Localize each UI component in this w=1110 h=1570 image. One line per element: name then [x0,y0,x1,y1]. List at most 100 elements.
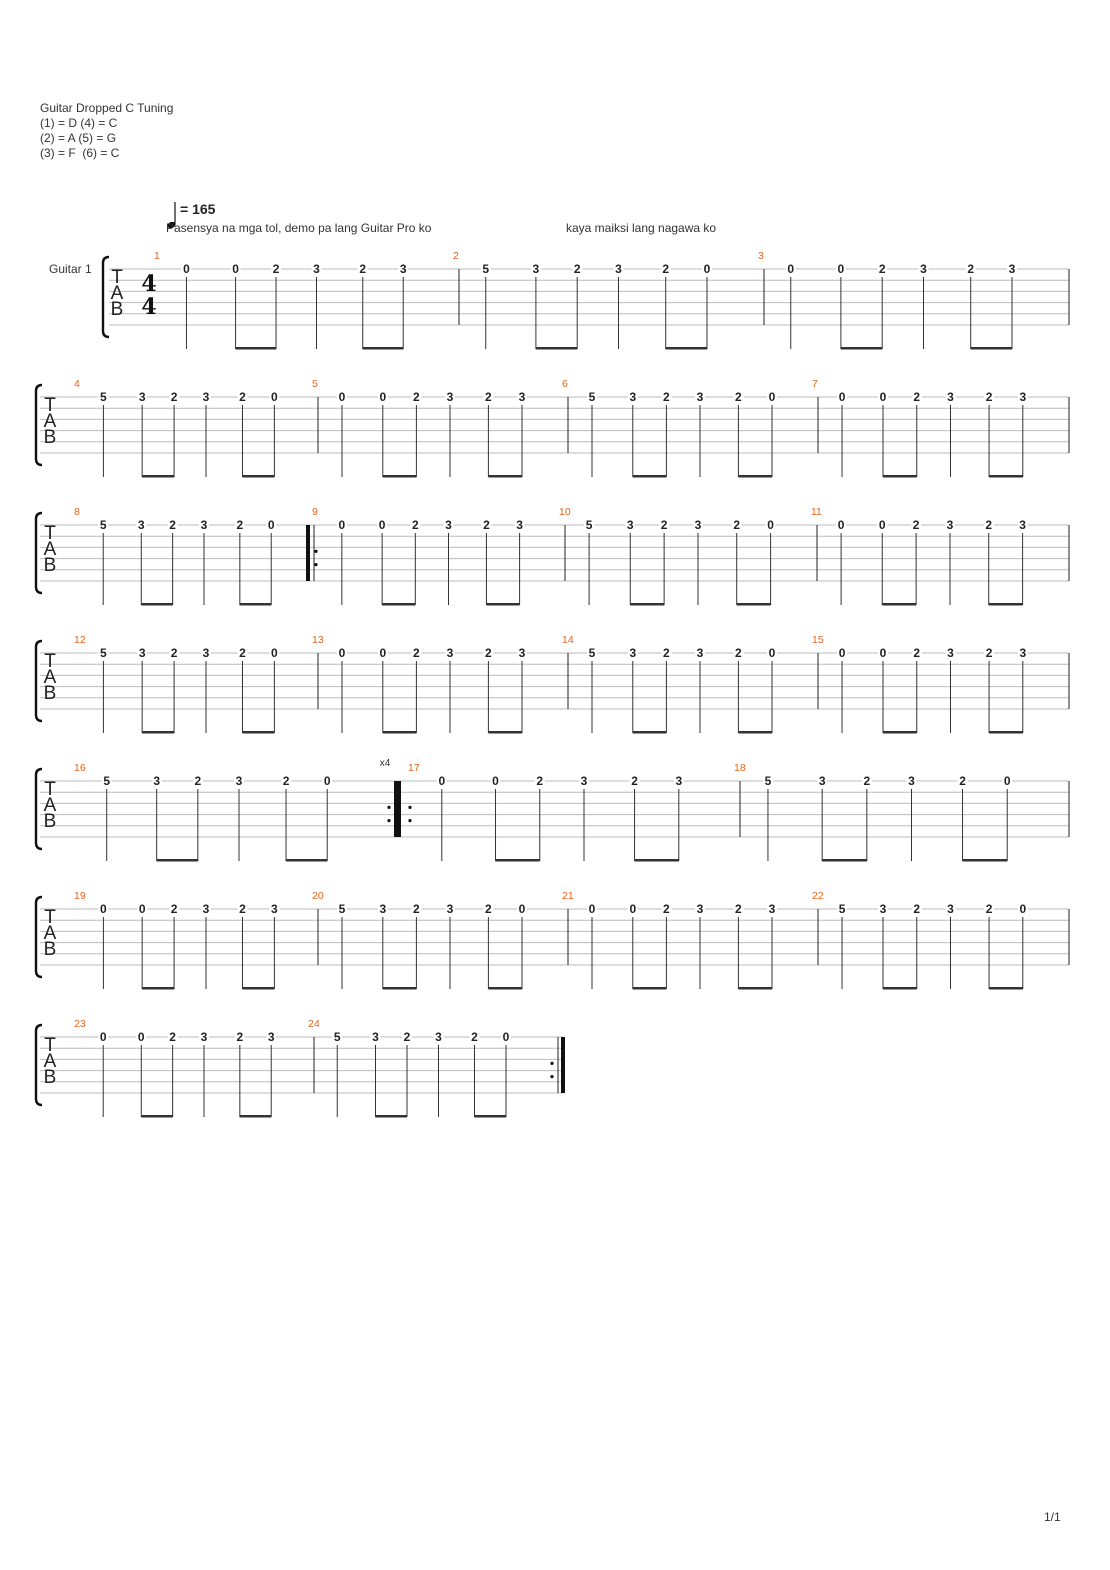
fret-bg [765,519,776,531]
fret-number: 3 [581,774,588,788]
fret-number: 0 [838,518,845,532]
fret-bg [411,391,422,403]
repeat-dot [408,805,412,810]
fret-bg [762,775,773,787]
fret-number: 3 [697,902,704,916]
fret-number: 3 [627,518,634,532]
fret-number: 2 [986,646,993,660]
fret-number: 3 [313,262,320,276]
measure-number: 24 [308,1018,320,1030]
fret-bg [918,263,929,275]
fret-bg [1002,775,1013,787]
fret-number: 5 [103,774,110,788]
fret-bg [911,903,922,915]
fret-number: 3 [769,902,776,916]
fret-bg [785,263,796,275]
fret-number: 2 [863,774,870,788]
note-beam [634,859,679,862]
note-beam [375,1115,407,1118]
tab-letter: B [44,683,57,704]
fret-number: 2 [359,262,366,276]
fret-bg [230,263,241,275]
fret-number: 3 [947,518,954,532]
fret-number: 0 [787,262,794,276]
fret-bg [269,391,280,403]
fret-bg [445,903,455,915]
fret-bg [837,391,848,403]
fret-bg [98,391,109,403]
fret-bg [167,519,178,531]
fret-bg [733,647,744,659]
fret-number: 2 [663,646,670,660]
tuning-line: (1) = D (4) = C [40,116,118,130]
fret-bg [402,1031,412,1043]
note-beam [362,347,404,350]
fret-number: 5 [482,262,489,276]
fret-number: 2 [735,390,742,404]
repeat-dot [314,549,318,554]
fret-bg [337,647,347,659]
measure-number: 19 [74,890,86,902]
fret-bg [837,903,848,915]
fret-number: 3 [203,390,210,404]
fret-number: 0 [379,646,386,660]
note-beam [665,347,707,350]
fret-number: 3 [697,646,704,660]
fret-number: 5 [100,646,107,660]
note-beam [632,987,667,990]
fret-bg [357,263,368,275]
fret-number: 2 [483,518,490,532]
fret-number: 3 [615,262,622,276]
repeat-count: x4 [380,758,391,769]
fret-number: 3 [139,646,146,660]
fret-bg [377,903,388,915]
fret-number: 0 [880,390,887,404]
fret-bg [269,647,280,659]
fret-bg [337,903,347,915]
fret-number: 2 [986,902,993,916]
fret-bg [984,391,995,403]
fret-number: 2 [413,646,420,660]
fret-number: 0 [838,262,845,276]
fret-bg [625,519,636,531]
fret-number: 2 [913,646,920,660]
repeat-dot [387,819,391,823]
measure-number: 11 [811,506,822,518]
fret-number: 2 [485,902,492,916]
fret-number: 2 [283,774,290,788]
fret-number: 0 [839,390,846,404]
fret-bg [661,903,672,915]
fret-number: 2 [413,390,420,404]
tab-letter: A [44,411,57,432]
fret-bg [733,903,744,915]
fret-bg [837,647,848,659]
fret-number: 2 [733,518,740,532]
fret-bg [945,391,956,403]
fret-bg [201,391,211,403]
fret-number: 3 [203,902,210,916]
fret-bg [266,519,277,531]
fret-bg [199,1031,209,1043]
fret-bg [861,775,872,787]
fret-bg [587,391,597,403]
fret-number: 3 [947,390,954,404]
fret-number: 3 [400,262,407,276]
tab-letter: B [44,1067,57,1088]
note-beam [142,987,175,990]
fret-number: 0 [1004,774,1011,788]
measure-number: 9 [312,506,318,518]
fret-number: 3 [519,646,526,660]
fret-bg [410,519,421,531]
measure-number: 8 [74,506,80,518]
fret-number: 0 [839,646,846,660]
fret-number: 2 [171,390,178,404]
fret-bg [483,391,494,403]
fret-bg [629,775,640,787]
fret-number: 3 [516,518,523,532]
fret-number: 5 [589,390,596,404]
fret-bg [517,391,527,403]
fret-number: 2 [485,646,492,660]
fret-bg [878,391,889,403]
tab-letter: A [44,923,57,944]
note-beam [239,1115,272,1118]
